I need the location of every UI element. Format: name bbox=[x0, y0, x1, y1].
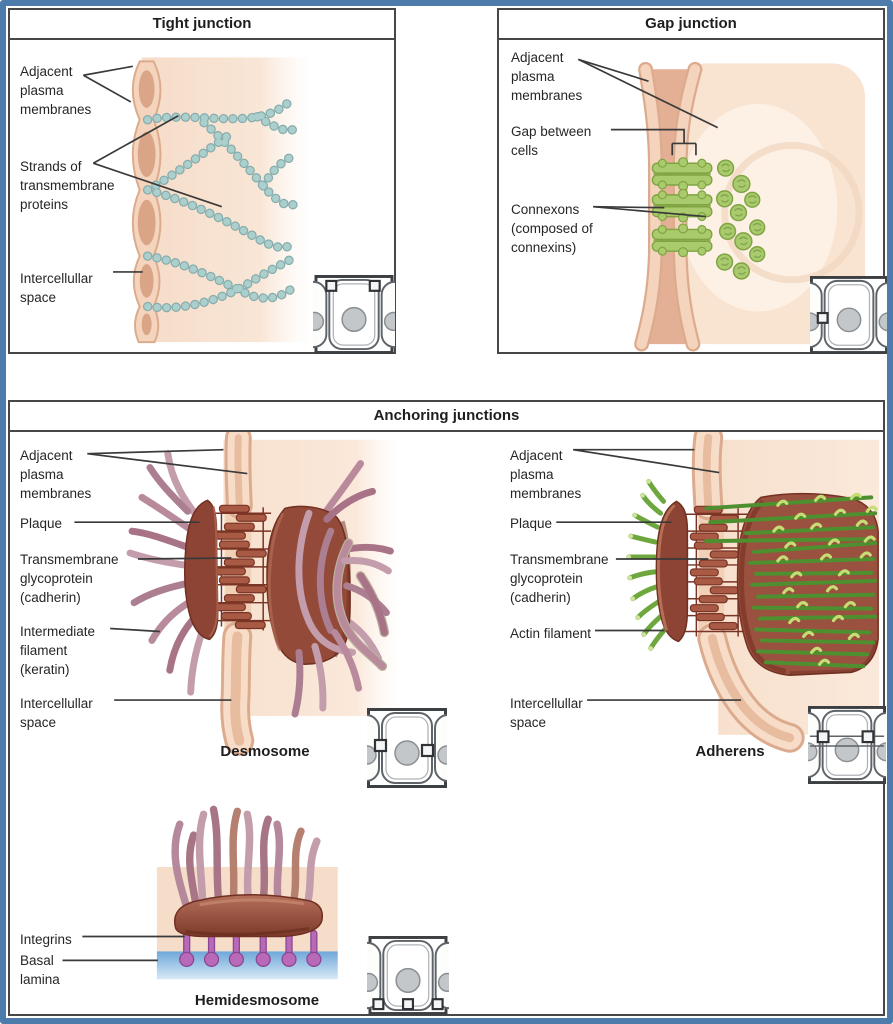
label-plaque: Plaque bbox=[20, 516, 63, 531]
junction-location-markers bbox=[373, 738, 435, 758]
anchoring-junctions-panel: Anchoring junctions bbox=[8, 400, 886, 1016]
intermediate-filaments-right bbox=[291, 487, 392, 718]
label-plaque: Plaque bbox=[510, 516, 553, 531]
junction-location-markers bbox=[816, 730, 875, 744]
label-transmembrane-glycoprotein: Transmembrane glycoprotein (cadherin) bbox=[20, 552, 119, 606]
hemidesmosome-plaque bbox=[174, 894, 324, 938]
connexon-channels bbox=[651, 157, 713, 258]
label-connexons: Connexons (composed of connexins) bbox=[511, 202, 593, 256]
leader-lines bbox=[82, 65, 223, 273]
junction-location-markers bbox=[816, 311, 829, 324]
free-connexons bbox=[715, 159, 766, 280]
adherens-illustration bbox=[626, 422, 880, 753]
adherens-plaque-left bbox=[655, 500, 689, 643]
desmosome-illustration bbox=[126, 424, 401, 756]
tight-junction-location-inset bbox=[313, 275, 395, 354]
protein-strands bbox=[142, 93, 298, 313]
hemidesmosome-location-inset bbox=[367, 936, 449, 1015]
label-gap-between-cells: Gap between cells bbox=[511, 124, 592, 159]
keratin-filaments bbox=[171, 805, 321, 910]
label-intercellular-space: Intercellullar space bbox=[20, 696, 93, 731]
adherens-caption: Adherens bbox=[695, 743, 765, 760]
label-actin-filament: Actin filament bbox=[510, 626, 592, 641]
junction-location-markers bbox=[325, 279, 381, 292]
tight-junction-panel: Tight junction bbox=[8, 8, 396, 354]
label-intermediate-filament: Intermediate filament (keratin) bbox=[20, 624, 96, 678]
tight-junction-diagram bbox=[82, 57, 312, 344]
hemidesmosome-caption: Hemidesmosome bbox=[194, 992, 320, 1009]
label-basal-lamina: Basal lamina bbox=[20, 953, 60, 988]
gap-junction-panel: Gap junction bbox=[497, 8, 887, 354]
hemidesmosome-illustration bbox=[156, 805, 338, 980]
tight-junction-title: Tight junction bbox=[10, 10, 394, 40]
label-intercellular-space: Intercellullar space bbox=[510, 696, 583, 731]
leader-lines bbox=[62, 448, 742, 962]
label-strands-of-transmembrane-proteins: Strands of transmembrane proteins bbox=[20, 159, 115, 213]
anchoring-junctions-diagram bbox=[62, 422, 880, 980]
leader-lines bbox=[577, 58, 719, 218]
gap-junction-diagram bbox=[577, 58, 865, 352]
junction-location-markers bbox=[372, 998, 444, 1011]
adherens-location-inset bbox=[808, 706, 886, 784]
gap-junction-title: Gap junction bbox=[499, 10, 883, 40]
label-adjacent-plasma-membranes: Adjacent plasma membranes bbox=[510, 448, 582, 502]
actin-filament-tips bbox=[772, 492, 878, 666]
intercellular-lenses bbox=[137, 70, 156, 336]
label-transmembrane-glycoprotein: Transmembrane glycoprotein (cadherin) bbox=[510, 552, 609, 606]
gap-junction-location-inset bbox=[810, 276, 887, 354]
desmosome-caption: Desmosome bbox=[220, 743, 310, 760]
label-adjacent-plasma-membranes: Adjacent plasma membranes bbox=[511, 50, 583, 104]
label-integrins: Integrins bbox=[20, 932, 72, 947]
label-intercellular-space: Intercellullar space bbox=[20, 271, 93, 306]
actin-stub-tips bbox=[626, 479, 653, 651]
anchoring-junctions-title: Anchoring junctions bbox=[10, 402, 883, 432]
desmosome-location-inset bbox=[367, 708, 447, 788]
nucleus bbox=[341, 306, 367, 333]
label-adjacent-plasma-membranes: Adjacent plasma membranes bbox=[20, 448, 92, 502]
label-adjacent-plasma-membranes: Adjacent plasma membranes bbox=[20, 64, 92, 118]
actin-filaments bbox=[704, 495, 878, 669]
